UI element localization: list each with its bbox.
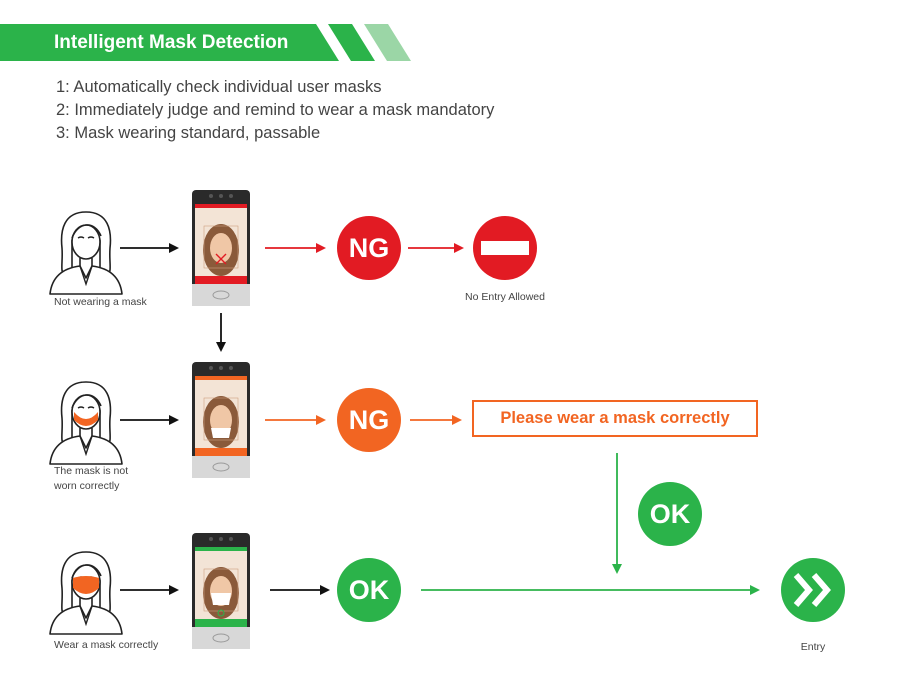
- caption-line: Wear a mask correctly: [54, 639, 159, 651]
- warning-box: Please wear a mask correctly: [472, 400, 758, 437]
- terminal-2-device: [191, 361, 251, 479]
- result-badge-ng-red: NG: [337, 216, 401, 280]
- caption-line: Not wearing a mask: [54, 296, 147, 308]
- no-entry-icon: [473, 216, 537, 280]
- no-entry-label: No Entry Allowed: [465, 291, 545, 303]
- entry-label: Entry: [800, 641, 826, 653]
- double-chevron-right-icon: [781, 558, 845, 622]
- orange-mask-low: [74, 412, 98, 426]
- feature-item-1: 1: Automatically check individual user m…: [56, 78, 382, 96]
- person-no-mask-icon: [49, 211, 123, 295]
- banner-stripe: [328, 24, 375, 61]
- caption-no-mask: Not wearing a mask: [54, 295, 147, 310]
- orange-mask-correct: [73, 576, 99, 594]
- terminal-3-device: [191, 532, 251, 650]
- retry-badge-ok: OK: [638, 482, 702, 546]
- banner-stripe-light: [364, 24, 411, 61]
- result-badge-ng-orange: NG: [337, 388, 401, 452]
- feature-item-3: 3: Mask wearing standard, passable: [56, 124, 321, 142]
- caption-line: worn correctly: [54, 480, 120, 492]
- result-badge-ok: OK: [337, 558, 401, 622]
- caption-mask-correct: Wear a mask correctly: [54, 638, 158, 653]
- terminal-1-device: [191, 189, 251, 307]
- title-banner: [0, 24, 339, 61]
- caption-mask-incorrect: The mask is not worn correctly: [54, 464, 128, 494]
- feature-item-2: 2: Immediately judge and remind to wear …: [56, 101, 495, 119]
- page-title: Intelligent Mask Detection: [54, 32, 289, 53]
- caption-line: The mask is not: [54, 465, 129, 477]
